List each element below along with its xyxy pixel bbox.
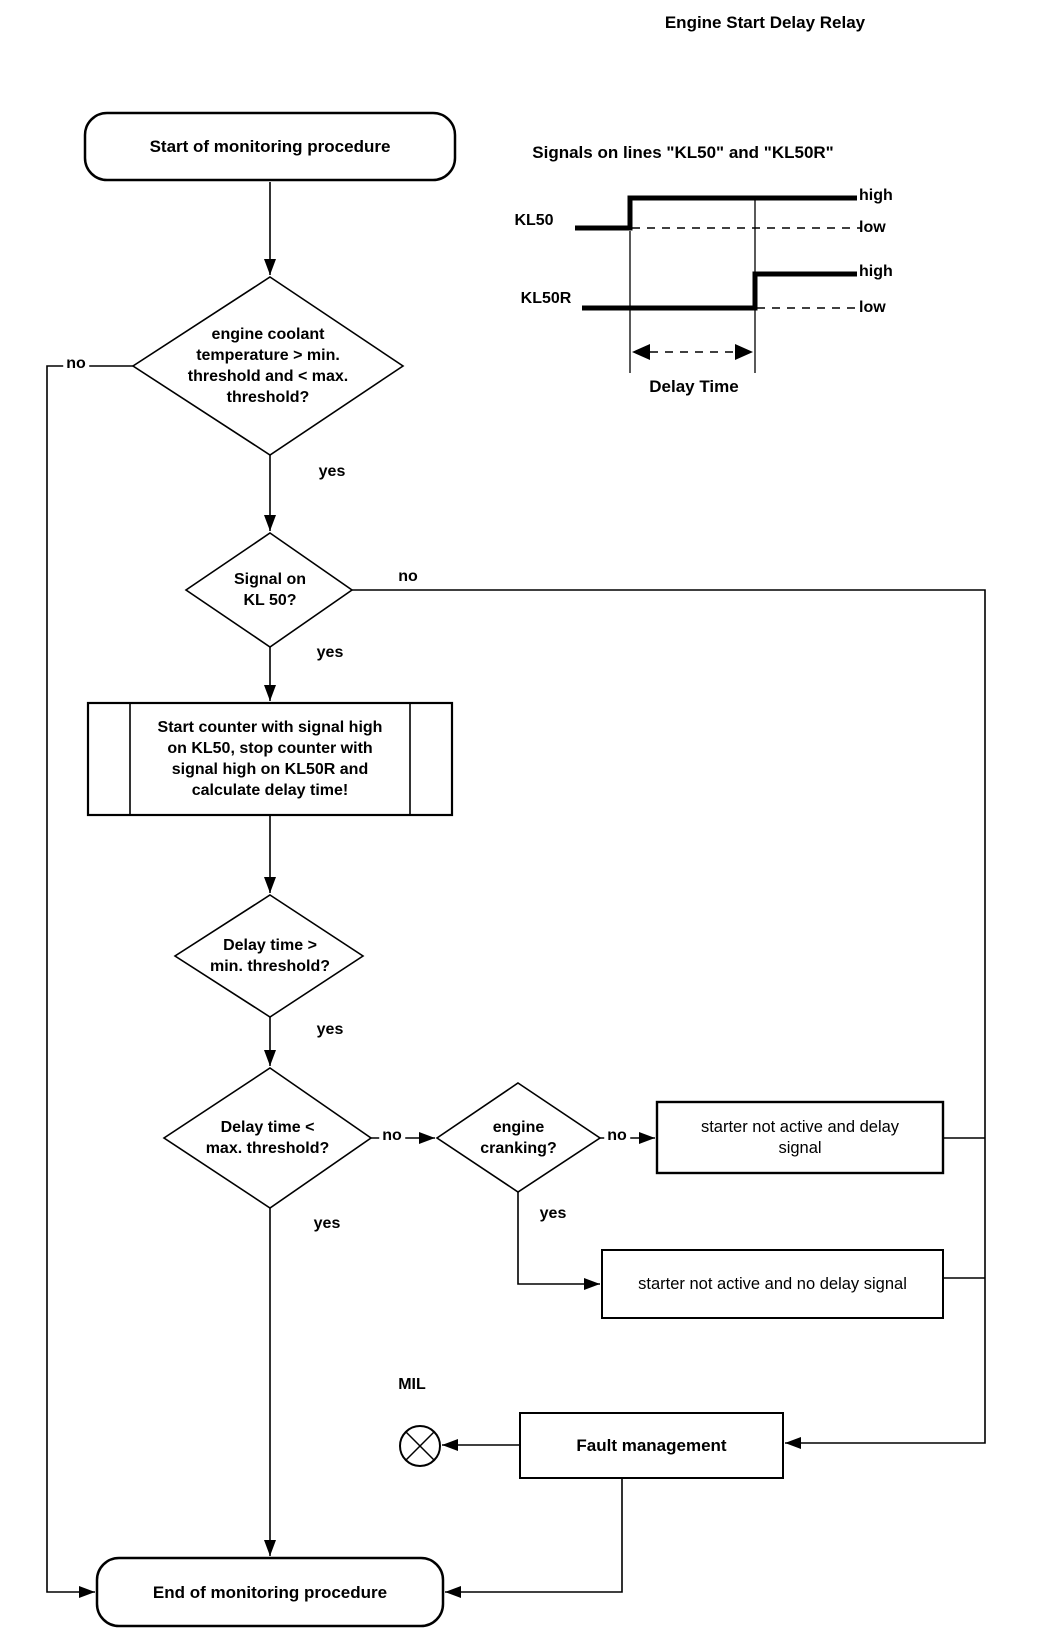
signal-diagram-title: Signals on lines "KL50" and "KL50R" <box>532 143 834 162</box>
counter-process-line: on KL50, stop counter with <box>167 740 373 757</box>
coolant-check-line: engine coolant <box>211 326 325 343</box>
start-terminator-shape <box>83 111 457 182</box>
coolant-check-diamond-shape <box>131 276 405 456</box>
kl50-signal-label: KL50 <box>514 212 554 229</box>
delay-min-line: min. threshold? <box>210 958 330 975</box>
counter-process-line: Start counter with signal high <box>157 719 383 736</box>
edge-label-delay-max-yes: yes <box>313 1215 341 1232</box>
end-terminator-shape <box>95 1556 445 1628</box>
kl50r-signal-label: KL50R <box>520 290 572 307</box>
delay-time-label: Delay Time <box>649 377 739 396</box>
edge-label-cranking-no: no <box>604 1127 630 1145</box>
node-shapes <box>83 111 945 1628</box>
delay-min-line: Delay time > <box>223 937 317 954</box>
delay-max-diamond-shape <box>162 1067 373 1209</box>
edge-label-kl50-yes: yes <box>316 644 344 661</box>
edge-label-delay-min-yes: yes <box>316 1021 344 1038</box>
fault-node-label: Fault management <box>576 1436 727 1455</box>
edge-label-kl50-no: no <box>398 568 418 585</box>
kl50r-high-label: high <box>859 263 893 280</box>
connector-lines <box>46 182 986 1598</box>
delay-min-check-label: Delay time > min. threshold? <box>175 895 365 1017</box>
starter-delay-line: starter not active and delay <box>700 1117 900 1136</box>
edge-label-coolant-no: no <box>63 355 89 373</box>
edge-label-coolant-yes: yes <box>318 463 346 480</box>
cranking-diamond-shape <box>435 1082 602 1193</box>
starter-no-delay-box-shape <box>601 1249 944 1319</box>
coolant-check-line: temperature > min. <box>196 347 340 364</box>
kl50-check-line: KL 50? <box>243 592 297 609</box>
counter-process-label: Start counter with signal high on KL50, … <box>110 703 430 815</box>
delay-min-diamond-shape <box>173 894 365 1018</box>
mil-cross-line-2 <box>405 1431 435 1461</box>
kl50-waveform <box>575 195 857 231</box>
edge-label-delay-max-no: no <box>379 1127 405 1145</box>
delay-arrowhead-left <box>632 344 650 360</box>
kl50r-low-label: low <box>859 299 886 316</box>
edge-kl50-no <box>352 589 986 1449</box>
kl50-check-label: Signal on KL 50? <box>186 533 354 647</box>
counter-process-shape <box>86 701 454 817</box>
coolant-check-line: threshold and < max. <box>187 368 349 385</box>
starter-delay-label: starter not active and delay signal <box>657 1102 943 1173</box>
cranking-line: cranking? <box>480 1139 557 1157</box>
delay-arrowhead-right <box>735 344 753 360</box>
edge-label-cranking-yes: yes <box>539 1205 567 1222</box>
edge-cranking-yes <box>517 1192 600 1290</box>
counter-process-line: calculate delay time! <box>191 782 349 799</box>
mil-label: MIL <box>398 1376 426 1393</box>
kl50-low-label: low <box>859 219 886 236</box>
end-node-label: End of monitoring procedure <box>152 1582 388 1602</box>
kl50r-waveform <box>582 271 857 311</box>
kl50-high-label: high <box>859 187 893 204</box>
edge-coolant-no <box>46 365 133 1598</box>
edge-fault-to-end <box>445 1478 623 1598</box>
delay-max-line: Delay time < <box>220 1119 315 1136</box>
counter-process-line: signal high on KL50R and <box>171 761 369 778</box>
coolant-check-line: threshold? <box>226 389 310 406</box>
kl50-check-line: Signal on <box>234 571 306 588</box>
starter-delay-line: signal <box>778 1138 822 1157</box>
cranking-check-label: engine cranking? <box>437 1083 600 1192</box>
cranking-line: engine <box>492 1118 545 1136</box>
kl50-check-diamond-shape <box>184 532 354 648</box>
signal-diagram-waveforms <box>575 195 862 373</box>
page-title: Engine Start Delay Relay <box>664 13 866 32</box>
fault-box-shape <box>519 1412 784 1479</box>
starter-no-delay-label: starter not active and no delay signal <box>638 1274 907 1293</box>
starter-delay-box-shape <box>655 1100 945 1175</box>
start-node-label: Start of monitoring procedure <box>149 137 391 156</box>
delay-max-line: max. threshold? <box>205 1140 330 1157</box>
delay-max-check-label: Delay time < max. threshold? <box>164 1068 371 1208</box>
coolant-check-label: engine coolant temperature > min. thresh… <box>133 277 403 455</box>
